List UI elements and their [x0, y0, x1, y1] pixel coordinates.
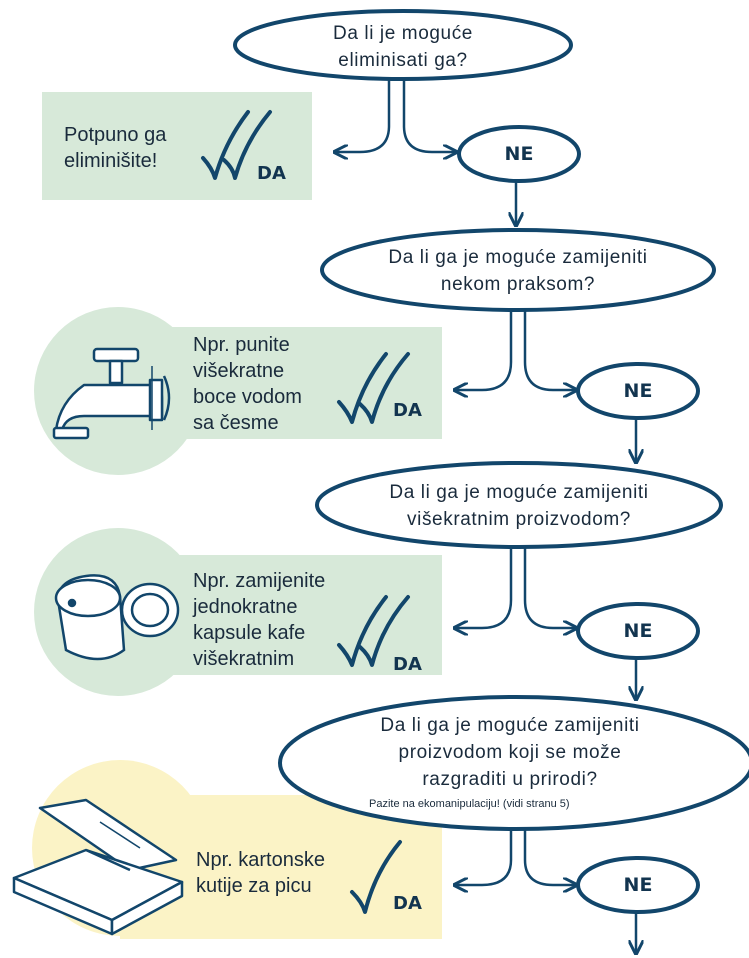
yes-label-1: DA: [257, 163, 286, 184]
example-1-line-1: Potpuno ga: [64, 124, 167, 146]
example-3: Npr. zamijenite jednokratne kapsule kafe…: [193, 568, 325, 672]
example-3-line-1: Npr. zamijenite: [193, 570, 326, 592]
example-2-line-1: Npr. punite: [193, 334, 290, 356]
double-check-icon-3: [337, 595, 410, 667]
example-4-line-2: kutije za picu: [196, 875, 312, 897]
greenwashing-note: Pazite na ekomanipulaciju! (vidi stranu …: [369, 798, 570, 810]
yes-arrow-4: [456, 829, 513, 885]
no-label-3: NE: [623, 620, 653, 642]
yes-label-2: DA: [393, 400, 422, 421]
no-label-1: NE: [504, 143, 534, 165]
example-3-line-4: višekratnim: [193, 648, 295, 670]
water-tap-icon: [52, 347, 171, 440]
example-2-line-4: sa česme: [193, 412, 279, 434]
question-3: Da li ga je moguće zamijeniti višekratni…: [326, 479, 712, 533]
question-3-line-2: višekratnim proizvodom?: [407, 509, 631, 530]
question-4-line-3: razgraditi u prirodi?: [422, 769, 598, 790]
question-4-line-1: Da li ga je moguće zamijeniti: [380, 715, 640, 736]
question-ellipse-3: [315, 461, 723, 549]
no-ellipse-1: [457, 125, 581, 183]
question-2-line-2: nekom praksom?: [440, 274, 596, 295]
coffee-capsule-icon: [54, 574, 180, 661]
no-ellipse-4: [576, 856, 700, 914]
no-ellipse-2: [576, 362, 700, 420]
question-1-line-2: eliminisati ga?: [338, 50, 468, 71]
question-2-line-1: Da li ga je moguće zamijeniti: [388, 247, 648, 268]
no-label-2: NE: [623, 380, 653, 402]
question-3-line-1: Da li ga je moguće zamijeniti: [389, 482, 649, 503]
yes-label-3: DA: [393, 654, 422, 675]
no-arrow-4: [523, 829, 575, 885]
yes-arrow-3: [456, 547, 513, 628]
double-check-icon-1: [201, 110, 272, 180]
example-4: Npr. kartonske kutije za picu: [196, 847, 325, 899]
yes-label-4: DA: [393, 893, 422, 914]
example-2-line-3: boce vodom: [193, 386, 302, 408]
yes-arrow-1: [336, 78, 391, 152]
question-4: Da li ga je moguće zamijeniti proizvodom…: [300, 712, 720, 793]
pizza-box-icon: [12, 798, 184, 936]
question-ellipse-1: [233, 9, 573, 81]
example-2: Npr. punite višekratne boce vodom sa čes…: [193, 332, 302, 436]
question-ellipse-2: [320, 228, 716, 312]
no-arrow-1: [402, 78, 455, 152]
example-4-line-1: Npr. kartonske: [196, 849, 325, 871]
question-4-line-2: proizvodom koji se može: [398, 742, 622, 763]
question-2: Da li ga je moguće zamijeniti nekom prak…: [330, 244, 706, 298]
example-3-line-3: kapsule kafe: [193, 622, 306, 644]
no-arrow-2: [523, 310, 575, 390]
question-1-line-1: Da li je moguće: [333, 23, 473, 44]
example-2-line-2: višekratne: [193, 360, 285, 382]
yes-arrow-2: [456, 310, 513, 390]
question-1: Da li je moguće eliminisati ga?: [263, 20, 543, 74]
no-arrow-3: [523, 547, 575, 628]
example-1-line-2: eliminišite!: [64, 150, 158, 172]
question-ellipse-4: [278, 695, 749, 831]
example-3-line-2: jednokratne: [193, 596, 298, 618]
example-1: Potpuno ga eliminišite!: [64, 122, 166, 174]
double-check-icon-2: [337, 352, 410, 424]
example-box-1: [42, 92, 312, 200]
single-check-icon-4: [350, 840, 402, 914]
no-ellipse-3: [576, 602, 700, 660]
no-label-4: NE: [623, 874, 653, 896]
